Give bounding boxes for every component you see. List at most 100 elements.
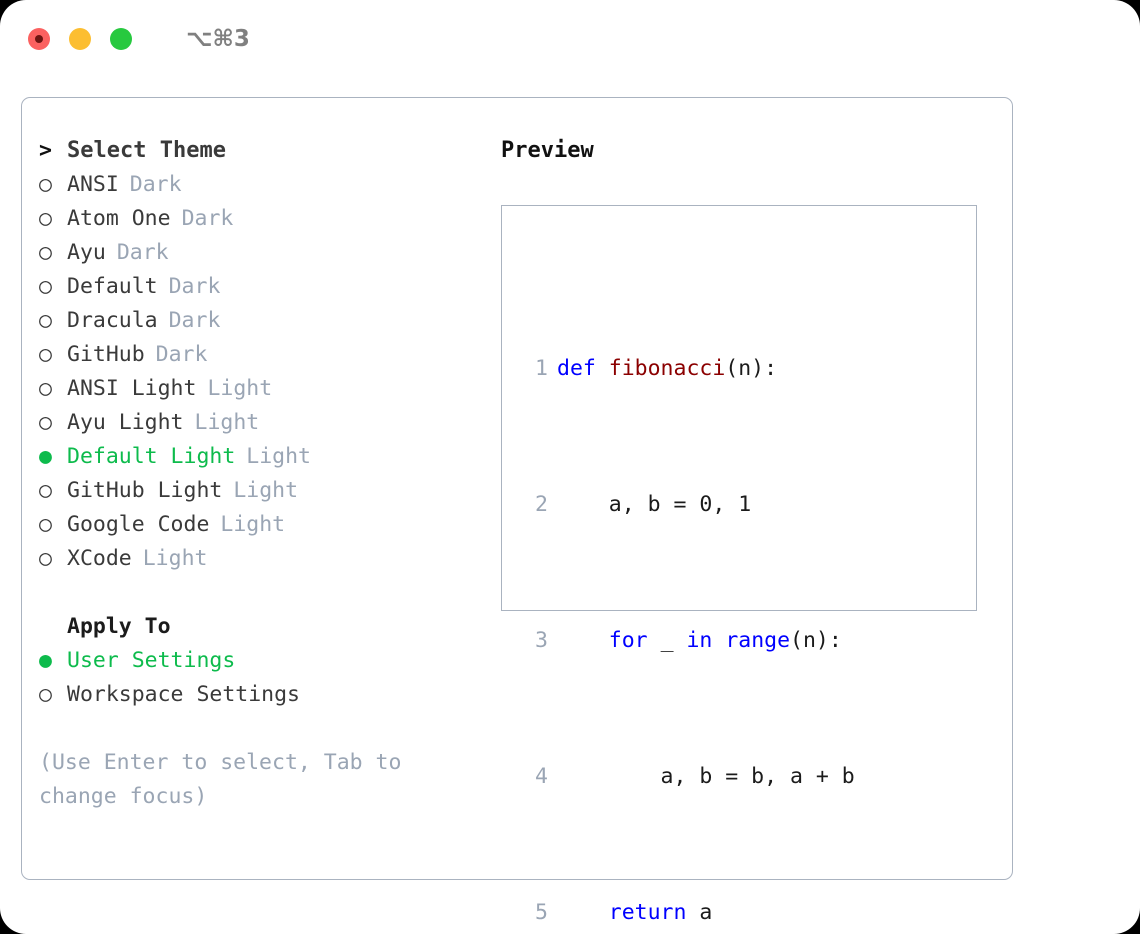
title-bar: ⌥⌘3 [0,0,1140,78]
theme-variant-tag: Dark [129,172,182,197]
radio-icon[interactable]: ○ [39,308,52,333]
code-line: 1 def fibonacci(n): [520,352,881,386]
apply-to-label: Workspace Settings [67,682,300,707]
line-number: 1 [535,356,548,381]
radio-icon[interactable]: ○ [39,546,52,571]
theme-variant-tag: Light [246,444,312,469]
code-line: 3 for _ in range(n): [520,624,881,658]
code-token [712,628,725,653]
code-token: in [686,628,713,653]
code-token: (n): [790,628,842,653]
traffic-lights [28,28,132,50]
theme-option-ansi-light[interactable]: ○ ANSI Light Light [39,372,489,406]
radio-icon[interactable]: ○ [39,376,52,401]
close-dot-icon [35,35,43,43]
radio-icon[interactable]: ○ [39,410,52,435]
theme-option-default[interactable]: ○ Default Dark [39,270,489,304]
theme-label: Default [67,274,158,299]
theme-label: Google Code [67,512,210,537]
radio-icon-selected[interactable]: ● [39,648,52,673]
theme-variant-tag: Dark [181,206,234,231]
code-token: return [608,900,687,925]
theme-variant-tag: Dark [116,240,169,265]
theme-label: GitHub [67,342,145,367]
line-number: 4 [535,764,548,789]
radio-icon[interactable]: ○ [39,206,52,231]
line-number: 5 [535,900,548,925]
theme-option-ayu[interactable]: ○ Ayu Dark [39,236,489,270]
code-token: fibonacci [608,356,726,381]
apply-to-heading: Apply To [67,614,171,639]
radio-icon[interactable]: ○ [39,274,52,299]
theme-label: Dracula [67,308,158,333]
code-body: a, b = b, a + b [557,764,855,789]
theme-label: Default Light [67,444,236,469]
theme-variant-tag: Light [194,410,260,435]
theme-variant-tag: Dark [168,308,221,333]
radio-icon-selected[interactable]: ● [39,444,52,469]
code-line: 5 return a [520,896,881,930]
theme-label: ANSI Light [67,376,197,401]
code-body: return a [557,900,713,925]
line-number: 2 [535,492,548,517]
apply-to-option-workspace-settings[interactable]: ○ Workspace Settings [39,678,489,712]
code-token: a, b = 0, 1 [557,492,752,517]
line-number: 3 [535,628,548,653]
theme-option-atom-one[interactable]: ○ Atom One Dark [39,202,489,236]
code-token [557,628,609,653]
theme-label: Ayu [67,240,106,265]
theme-option-default-light[interactable]: ● Default Light Light [39,440,489,474]
keyboard-hint-text: (Use Enter to select, Tab to change focu… [39,750,402,809]
theme-label: Atom One [67,206,171,231]
theme-variant-tag: Light [233,478,299,503]
code-line: 2 a, b = 0, 1 [520,488,881,522]
theme-option-dracula[interactable]: ○ Dracula Dark [39,304,489,338]
code-token: (n): [725,356,778,381]
code-body: def fibonacci(n): [557,356,777,381]
code-token: def [557,356,609,381]
theme-variant-tag: Light [207,376,273,401]
section-spacer [39,576,489,610]
radio-icon[interactable]: ○ [39,478,52,503]
code-line: 4 a, b = b, a + b [520,760,881,794]
radio-icon[interactable]: ○ [39,682,52,707]
preview-heading: Preview [501,138,594,163]
theme-variant-tag: Dark [155,342,208,367]
code-token: a [686,900,713,925]
code-token: for [608,628,648,653]
zoom-button-icon[interactable] [110,28,132,50]
keyboard-shortcut-label: ⌥⌘3 [186,26,250,52]
theme-option-github-light[interactable]: ○ GitHub Light Light [39,474,489,508]
theme-variant-tag: Dark [168,274,221,299]
code-token [557,900,609,925]
apply-to-label: User Settings [67,648,236,673]
code-body: a, b = 0, 1 [557,492,751,517]
code-token: _ [647,628,687,653]
select-theme-header: > Select Theme [39,134,489,168]
theme-option-ansi[interactable]: ○ ANSI Dark [39,168,489,202]
apply-to-option-user-settings[interactable]: ● User Settings [39,644,489,678]
code-body: for _ in range(n): [557,628,842,653]
close-button-icon[interactable] [28,28,50,50]
radio-icon[interactable]: ○ [39,240,52,265]
theme-option-github[interactable]: ○ GitHub Dark [39,338,489,372]
minimize-button-icon[interactable] [69,28,91,50]
select-theme-title: Select Theme [67,138,226,163]
radio-icon[interactable]: ○ [39,172,52,197]
theme-label: XCode [67,546,132,571]
theme-label: ANSI [67,172,119,197]
radio-icon[interactable]: ○ [39,342,52,367]
code-token: a, b = b, a + b [557,764,855,789]
prompt-caret-icon: > [39,138,65,163]
theme-label: GitHub Light [67,478,223,503]
radio-icon[interactable]: ○ [39,512,52,537]
